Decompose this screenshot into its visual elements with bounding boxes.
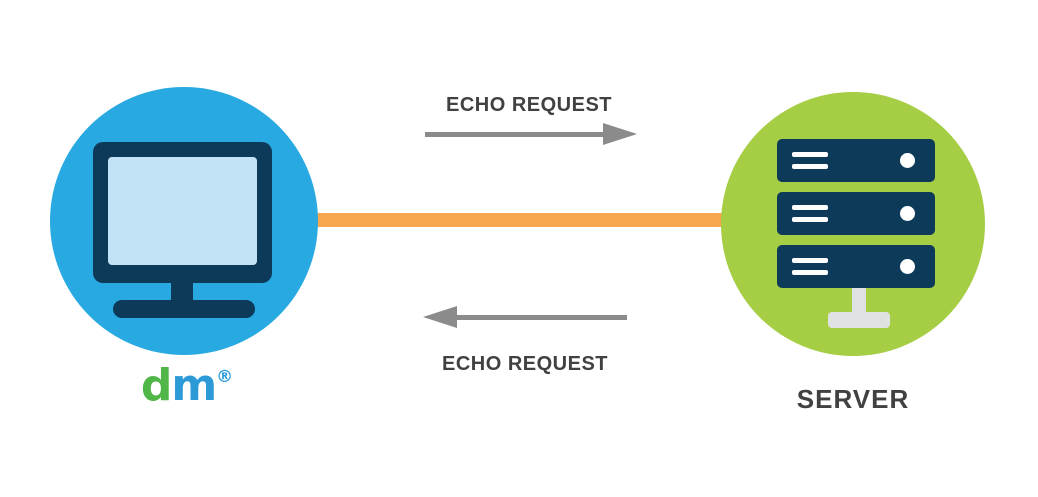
rack-unit bbox=[777, 192, 935, 235]
rack-unit bbox=[777, 245, 935, 288]
server-label: SERVER bbox=[796, 384, 910, 414]
rack-led bbox=[900, 153, 915, 168]
echo-request-top-label: ECHO REQUEST bbox=[445, 94, 613, 116]
dm-logo-m: m bbox=[171, 360, 217, 411]
rack-slit bbox=[792, 270, 828, 275]
monitor-screen bbox=[108, 157, 257, 265]
rack-slit bbox=[792, 205, 828, 210]
rack-led bbox=[900, 206, 915, 221]
monitor-frame bbox=[93, 142, 272, 283]
dm-logo: dm® bbox=[97, 364, 277, 408]
rack-unit bbox=[777, 139, 935, 182]
arrow-left-head-icon bbox=[423, 306, 457, 328]
dm-logo-d: d bbox=[140, 360, 172, 411]
arrow-right-icon bbox=[425, 132, 605, 137]
monitor-neck bbox=[171, 280, 193, 302]
rack-slit bbox=[792, 258, 828, 263]
arrow-left-icon bbox=[455, 315, 627, 320]
rack-led bbox=[900, 259, 915, 274]
monitor-base bbox=[113, 300, 255, 318]
echo-request-bottom-label: ECHO REQUEST bbox=[441, 353, 609, 375]
rack-slit bbox=[792, 152, 828, 157]
rack-slit bbox=[792, 217, 828, 222]
arrow-right-head-icon bbox=[603, 123, 637, 145]
registered-trademark-icon: ® bbox=[216, 367, 234, 387]
server-circle bbox=[721, 92, 985, 356]
client-circle bbox=[50, 87, 318, 355]
server-stand-base bbox=[828, 312, 890, 328]
rack-slit bbox=[792, 164, 828, 169]
connection-line bbox=[184, 213, 854, 227]
server-stand-neck bbox=[852, 288, 866, 314]
